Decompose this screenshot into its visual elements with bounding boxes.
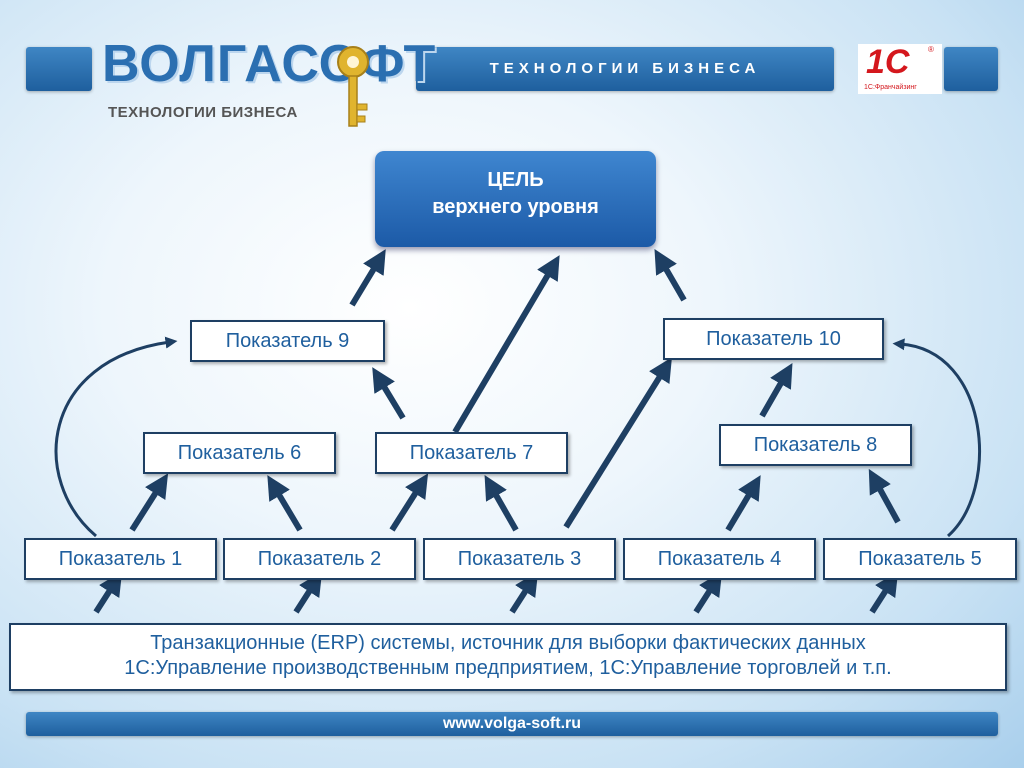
arrow-5-to-8 (868, 468, 901, 524)
arrow-src-to-5 (869, 571, 899, 614)
footer-bar (26, 712, 998, 736)
footer-url[interactable]: www.volga-soft.ru (442, 715, 582, 732)
indicator-2: Показатель 2 (223, 538, 416, 580)
header-bar-left (26, 47, 92, 91)
arrow-2-to-6 (267, 475, 303, 532)
arrow-1-to-6 (129, 473, 169, 532)
key-icon (337, 46, 369, 127)
indicator-9: Показатель 9 (190, 320, 385, 362)
partner-logo-box (858, 44, 942, 94)
company-slogan: ТЕХНОЛОГИИ БИЗНЕСА (108, 104, 298, 121)
indicator-3: Показатель 3 (423, 538, 616, 580)
arrow-4-to-8 (725, 475, 761, 532)
arrow-7-to-goal (452, 255, 560, 434)
data-source-box: Транзакционные (ERP) системы, источник д… (9, 623, 1007, 691)
indicator-5: Показатель 5 (823, 538, 1017, 580)
indicator-6: Показатель 6 (143, 432, 336, 474)
goal-subtitle: верхнего уровня (432, 196, 599, 218)
indicator-1: Показатель 1 (24, 538, 217, 580)
company-logo-name: ВОЛГАСОФТ (102, 35, 437, 93)
arrow-src-to-3 (509, 571, 539, 614)
arrow-2-to-7 (389, 473, 429, 532)
arrow-8-to-10 (759, 362, 793, 418)
arrow-7-to-9 (372, 367, 406, 420)
indicator-7: Показатель 7 (375, 432, 568, 474)
arrow-10-to-goal (654, 249, 687, 302)
indicator-4: Показатель 4 (623, 538, 816, 580)
banner-text: ТЕХНОЛОГИИ БИЗНЕСА (489, 60, 761, 77)
indicator-10: Показатель 10 (663, 318, 884, 360)
arrow-5-to-10 (892, 338, 981, 538)
partner-registered-mark: ® (928, 45, 934, 54)
partner-logo: 1С (866, 43, 910, 81)
goal-title: ЦЕЛЬ (487, 169, 544, 191)
arrow-9-to-goal (349, 249, 386, 307)
indicator-8: Показатель 8 (719, 424, 912, 466)
data-source-line-1: Транзакционные (ERP) системы, источник д… (150, 632, 866, 654)
arrow-src-to-1 (93, 571, 123, 614)
arrow-src-to-4 (693, 571, 723, 614)
top-level-goal-box: ЦЕЛЬ верхнего уровня (375, 151, 656, 247)
header-bar-middle (416, 47, 834, 91)
arrow-3-to-10 (563, 357, 672, 529)
arrow-src-to-2 (293, 571, 323, 614)
data-source-line-2: 1С:Управление производственным предприят… (124, 657, 892, 679)
partner-caption: 1С:Франчайзинг (864, 84, 917, 91)
arrow-1-to-9 (54, 336, 178, 538)
arrow-3-to-7 (484, 474, 519, 532)
header-bar-right (944, 47, 998, 91)
